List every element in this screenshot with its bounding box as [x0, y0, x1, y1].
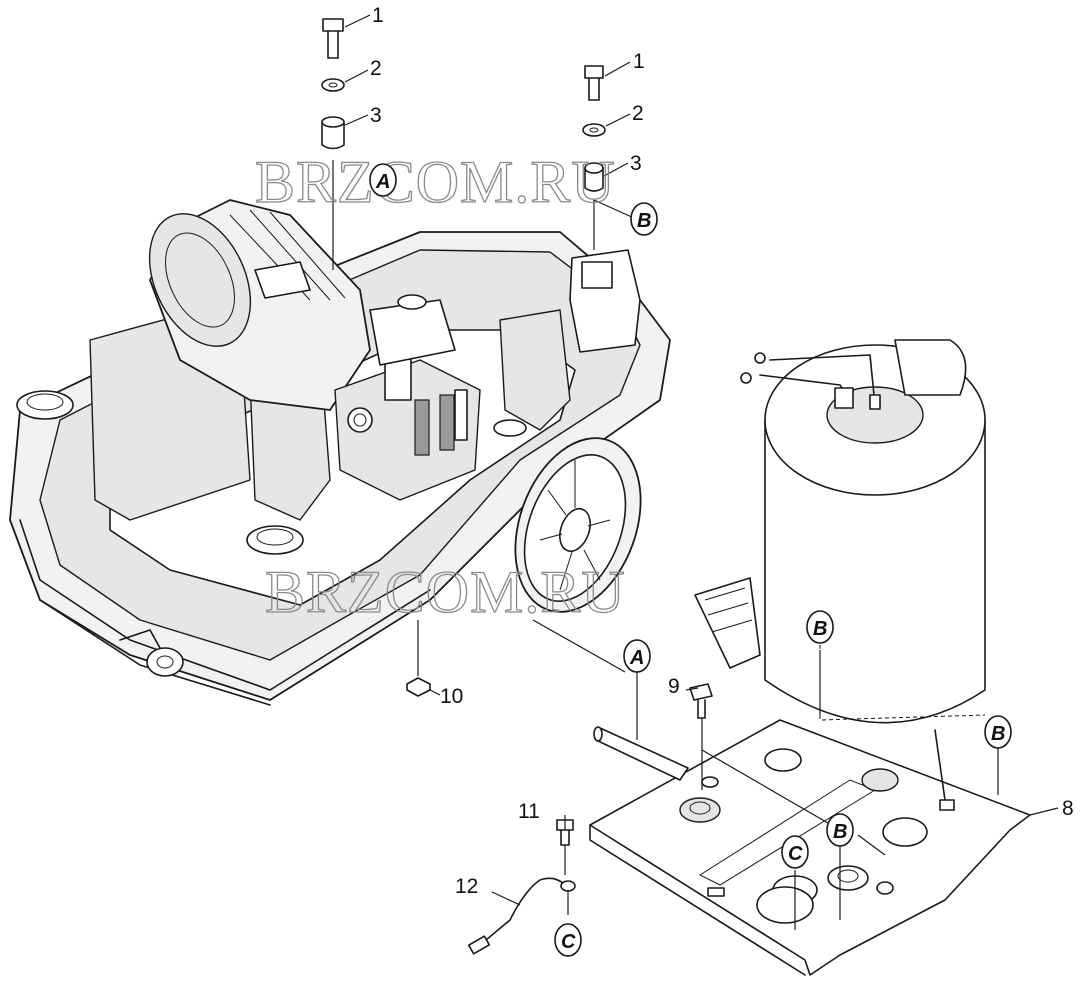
- ref-letter-a-top: A: [375, 171, 390, 193]
- ref-marker-b-plate-right: [984, 715, 1012, 749]
- watermark-top: BRZCOM.RU: [255, 149, 616, 215]
- spacer-3-right: [584, 167, 604, 192]
- callout-3-left: 3: [370, 104, 382, 127]
- ref-marker-b-boiler: [806, 610, 834, 644]
- callout-11: 11: [518, 800, 540, 823]
- ref-letter-b-boiler: B: [813, 618, 827, 640]
- reference-markers: A B A B B B C C: [369, 163, 1012, 957]
- callout-10: 10: [440, 685, 463, 708]
- callout-8: 8: [1062, 797, 1074, 820]
- ref-marker-c-plate: [781, 835, 809, 869]
- callout-2-left: 2: [370, 57, 382, 80]
- ref-letter-b-plate-right: B: [991, 723, 1005, 745]
- spacer-3-left: [321, 121, 345, 150]
- ref-letter-a-mid: A: [629, 647, 644, 669]
- bolt-1-right: [584, 65, 604, 79]
- ref-letter-c-plate: C: [788, 843, 803, 865]
- boiler-tank: [694, 339, 986, 724]
- callout-12: 12: [455, 875, 478, 898]
- callout-3-right: 3: [630, 152, 642, 175]
- ref-marker-c-cable: [554, 923, 582, 957]
- washer-2-left: [321, 78, 345, 92]
- ground-cable-12: [479, 877, 566, 946]
- ref-letter-c-cable: C: [561, 931, 576, 953]
- ref-letter-b-plate-mid: B: [833, 821, 847, 843]
- callout-1-right: 1: [633, 50, 645, 73]
- watermark-middle: BRZCOM.RU: [265, 559, 626, 625]
- ref-marker-b-top: [630, 202, 658, 236]
- ref-letter-b-top: B: [637, 210, 651, 232]
- screw-9: [689, 683, 713, 701]
- bolt-1-left: [322, 18, 344, 32]
- ref-marker-a-top: [369, 163, 397, 197]
- washer-2-right: [582, 123, 606, 137]
- pump-assembly: [334, 294, 527, 501]
- callout-numbers: 1 2 3 1 2 3 8 9 10 11 12: [370, 4, 1074, 898]
- callout-9: 9: [668, 675, 680, 698]
- ref-marker-b-plate-mid: [826, 813, 854, 847]
- leader-lines: [332, 14, 1059, 930]
- caster: [119, 629, 184, 677]
- ref-marker-a-mid: [623, 639, 651, 673]
- callout-1-left: 1: [372, 4, 384, 27]
- motor: [148, 199, 371, 411]
- base-plate: [589, 719, 1031, 976]
- nut-10: [406, 677, 431, 697]
- wheel: [514, 437, 642, 613]
- callout-2-right: 2: [632, 102, 644, 125]
